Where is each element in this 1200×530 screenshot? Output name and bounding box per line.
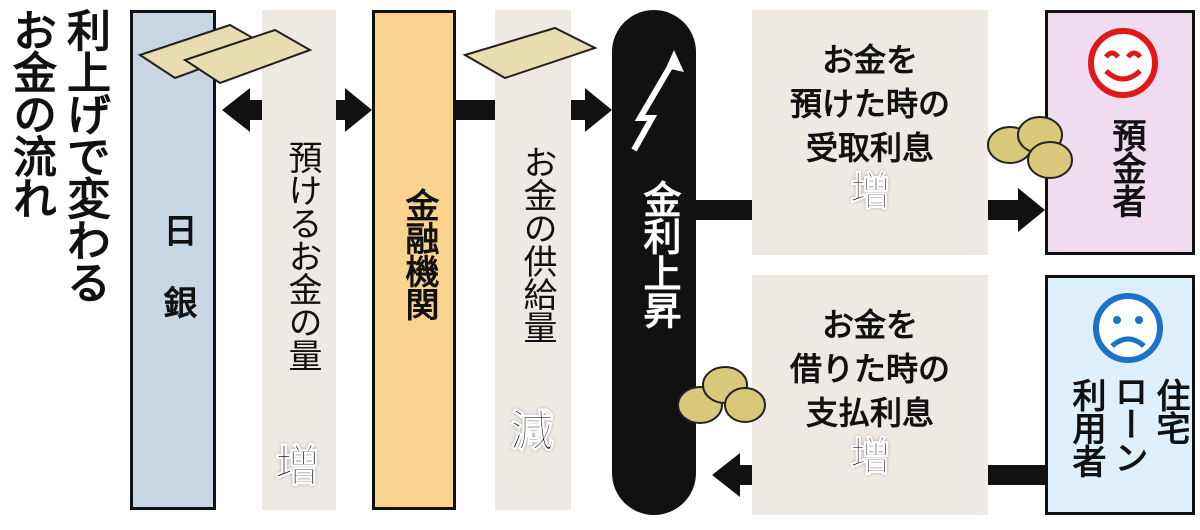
deposit-interest-change: 増 [850,169,891,215]
borrower-label3: 利用者 [1066,378,1106,477]
rate-rise-label: 金利上昇 [637,180,681,328]
title-line2: お金の流れ [5,8,56,218]
deposit-flow-change: 増 [275,441,320,493]
boj-box: 日 銀 [130,10,216,510]
borrower-box: 住宅 ローン 利用者 [1045,275,1195,515]
deposit-flow-label: 預けるお金の量 [282,140,322,371]
deposit-interest-l1: お金を [821,41,918,79]
deposit-flow-stripe: 預けるお金の量 増 [262,10,336,510]
supply-flow-stripe: お金の供給量 減 [495,10,571,510]
coins-icon [677,116,1073,424]
sad-icon [1093,293,1163,363]
smile-icon [1088,28,1158,98]
supply-flow-change: 減 [510,406,555,458]
rate-rise-pill: 金利上昇 [612,10,696,515]
loan-interest-l1: お金を [821,306,918,344]
deposit-interest-l2: 預けた時の [789,85,950,123]
deposit-interest-l3: 受取利息 [805,129,934,167]
financial-institutions-box: 金融機関 [372,10,456,510]
rising-arrow-icon [631,50,684,152]
borrower-label1: 住宅 [1150,378,1190,444]
loan-interest-change: 増 [850,434,891,480]
financial-institutions-label: 金融機関 [399,188,439,320]
depositor-label: 預金者 [1106,118,1146,217]
loan-interest-l3: 支払利息 [805,394,934,432]
loan-interest-block: お金を 借りた時の 支払利息 増 [752,275,988,515]
loan-interest-l2: 借りた時の [789,350,950,388]
title-line1: 利上げで変わる [59,8,110,302]
boj-label: 日 銀 [157,213,197,318]
banknote-bundles-icon [137,23,598,85]
borrower-label2: ローン [1108,374,1148,473]
depositor-box: 預金者 [1045,10,1195,255]
supply-flow-label: お金の供給量 [517,145,557,343]
deposit-interest-block: お金を 預けた時の 受取利息 増 [752,10,988,255]
